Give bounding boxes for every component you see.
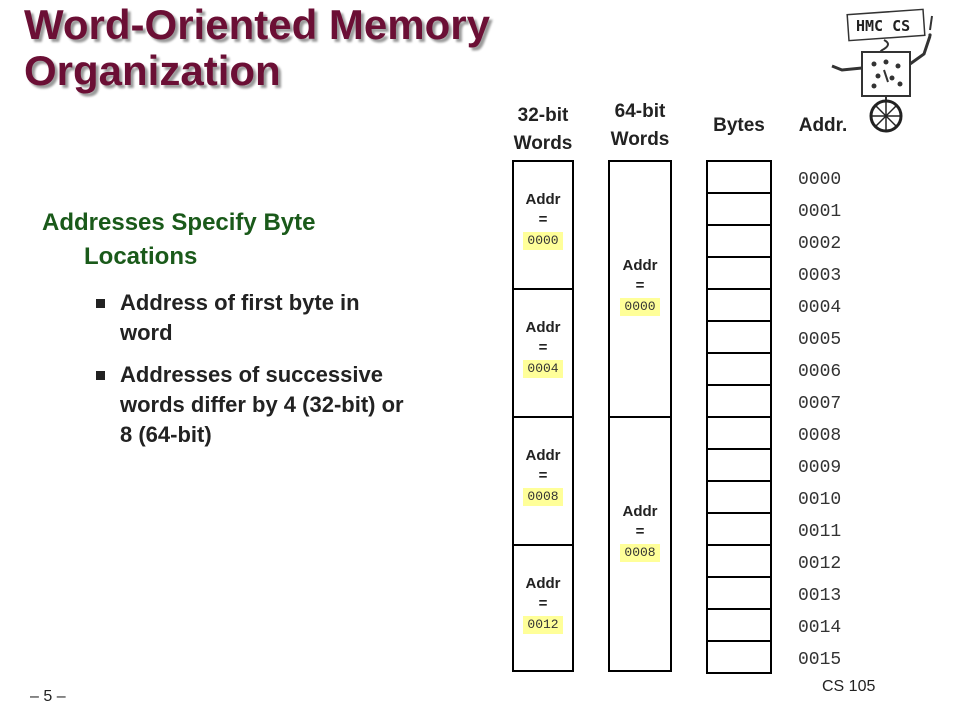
address-label: 0004 <box>798 298 842 318</box>
address-label: 0008 <box>798 426 842 446</box>
word32-addr-label: Addr <box>525 319 561 336</box>
bullet-2-line-3: 8 (64-bit) <box>120 422 212 447</box>
byte-cell <box>706 256 772 290</box>
subheading-line-2: Locations <box>84 243 198 270</box>
byte-cell <box>706 288 772 322</box>
slide-title: Word-Oriented Memory Organization <box>24 2 624 94</box>
course-label: CS 105 <box>822 678 876 695</box>
address-label: 0014 <box>798 618 842 638</box>
col-64bit-line-1: 64-bit <box>614 101 666 122</box>
address-label: 0001 <box>798 202 842 222</box>
bullet-2-line-2: words differ by 4 (32-bit) or <box>120 392 404 417</box>
word32-addr-value: 0004 <box>523 360 563 378</box>
address-label: 0012 <box>798 554 842 574</box>
col-32bit-line-2: Words <box>513 133 573 154</box>
subheading-line-1: Addresses Specify Byte <box>42 209 316 236</box>
col-64bit-header: 64-bit Words <box>594 98 686 154</box>
bullet-square-icon <box>96 371 105 380</box>
address-label: 0015 <box>798 650 842 670</box>
bullet-1: Address of first byte in word <box>96 288 476 348</box>
hmc-cs-logo: HMC CS <box>831 8 933 133</box>
word64-addr-label: Addr <box>622 503 658 520</box>
byte-cell <box>706 416 772 450</box>
word32-addr-label: Addr <box>525 191 561 208</box>
title-line-2: Organization <box>24 47 281 94</box>
word64-0: Addr = 0000 <box>608 160 672 418</box>
byte-cell <box>706 192 772 226</box>
address-label: 0006 <box>798 362 842 382</box>
col-64bit-line-2: Words <box>610 129 670 150</box>
col-32bit-line-1: 32-bit <box>517 105 569 126</box>
byte-cell <box>706 576 772 610</box>
title-line-1: Word-Oriented Memory <box>24 1 490 48</box>
word64-eq: = <box>635 523 645 540</box>
byte-cell <box>706 160 772 194</box>
word64-1: Addr = 0008 <box>608 416 672 672</box>
subheading: Addresses Specify Byte Locations <box>42 206 462 274</box>
bullet-1-line-1: Address of first byte in <box>120 290 360 315</box>
address-label: 0007 <box>798 394 842 414</box>
word32-addr-label: Addr <box>525 447 561 464</box>
address-label: 0010 <box>798 490 842 510</box>
word32-eq: = <box>538 339 548 356</box>
byte-cell <box>706 544 772 578</box>
byte-cell <box>706 384 772 418</box>
col-32bit-header: 32-bit Words <box>496 102 590 158</box>
word32-2: Addr = 0008 <box>512 416 574 546</box>
bytes-header: Bytes <box>713 115 765 136</box>
addr-header: Addr. <box>798 115 848 136</box>
address-label: 0002 <box>798 234 842 254</box>
bullet-1-line-2: word <box>120 320 173 345</box>
byte-cell <box>706 224 772 258</box>
byte-cell <box>706 512 772 546</box>
byte-cell <box>706 320 772 354</box>
byte-cell <box>706 480 772 514</box>
word32-0: Addr = 0000 <box>512 160 574 290</box>
word64-eq: = <box>635 277 645 294</box>
word32-3: Addr = 0012 <box>512 544 574 672</box>
address-label: 0013 <box>798 586 842 606</box>
word32-eq: = <box>538 211 548 228</box>
byte-cell <box>706 640 772 674</box>
word64-addr-value: 0000 <box>620 298 660 316</box>
byte-cell <box>706 448 772 482</box>
word32-addr-value: 0008 <box>523 488 563 506</box>
byte-cell <box>706 608 772 642</box>
address-label: 0003 <box>798 266 842 286</box>
page-number: – 5 – <box>30 688 66 705</box>
address-label: 0000 <box>798 170 842 190</box>
address-label: 0009 <box>798 458 842 478</box>
bullet-2-line-1: Addresses of successive <box>120 362 383 387</box>
byte-cell <box>706 352 772 386</box>
word64-addr-value: 0008 <box>620 544 660 562</box>
bullet-2: Addresses of successive words differ by … <box>96 360 476 450</box>
word32-1: Addr = 0004 <box>512 288 574 418</box>
word32-addr-value: 0012 <box>523 616 563 634</box>
word32-eq: = <box>538 467 548 484</box>
word32-addr-value: 0000 <box>523 232 563 250</box>
word64-addr-label: Addr <box>622 257 658 274</box>
word32-addr-label: Addr <box>525 575 561 592</box>
address-label: 0005 <box>798 330 842 350</box>
address-label: 0011 <box>798 522 842 542</box>
logo-text: HMC CS <box>856 17 910 35</box>
word32-eq: = <box>538 595 548 612</box>
bullet-square-icon <box>96 299 105 308</box>
